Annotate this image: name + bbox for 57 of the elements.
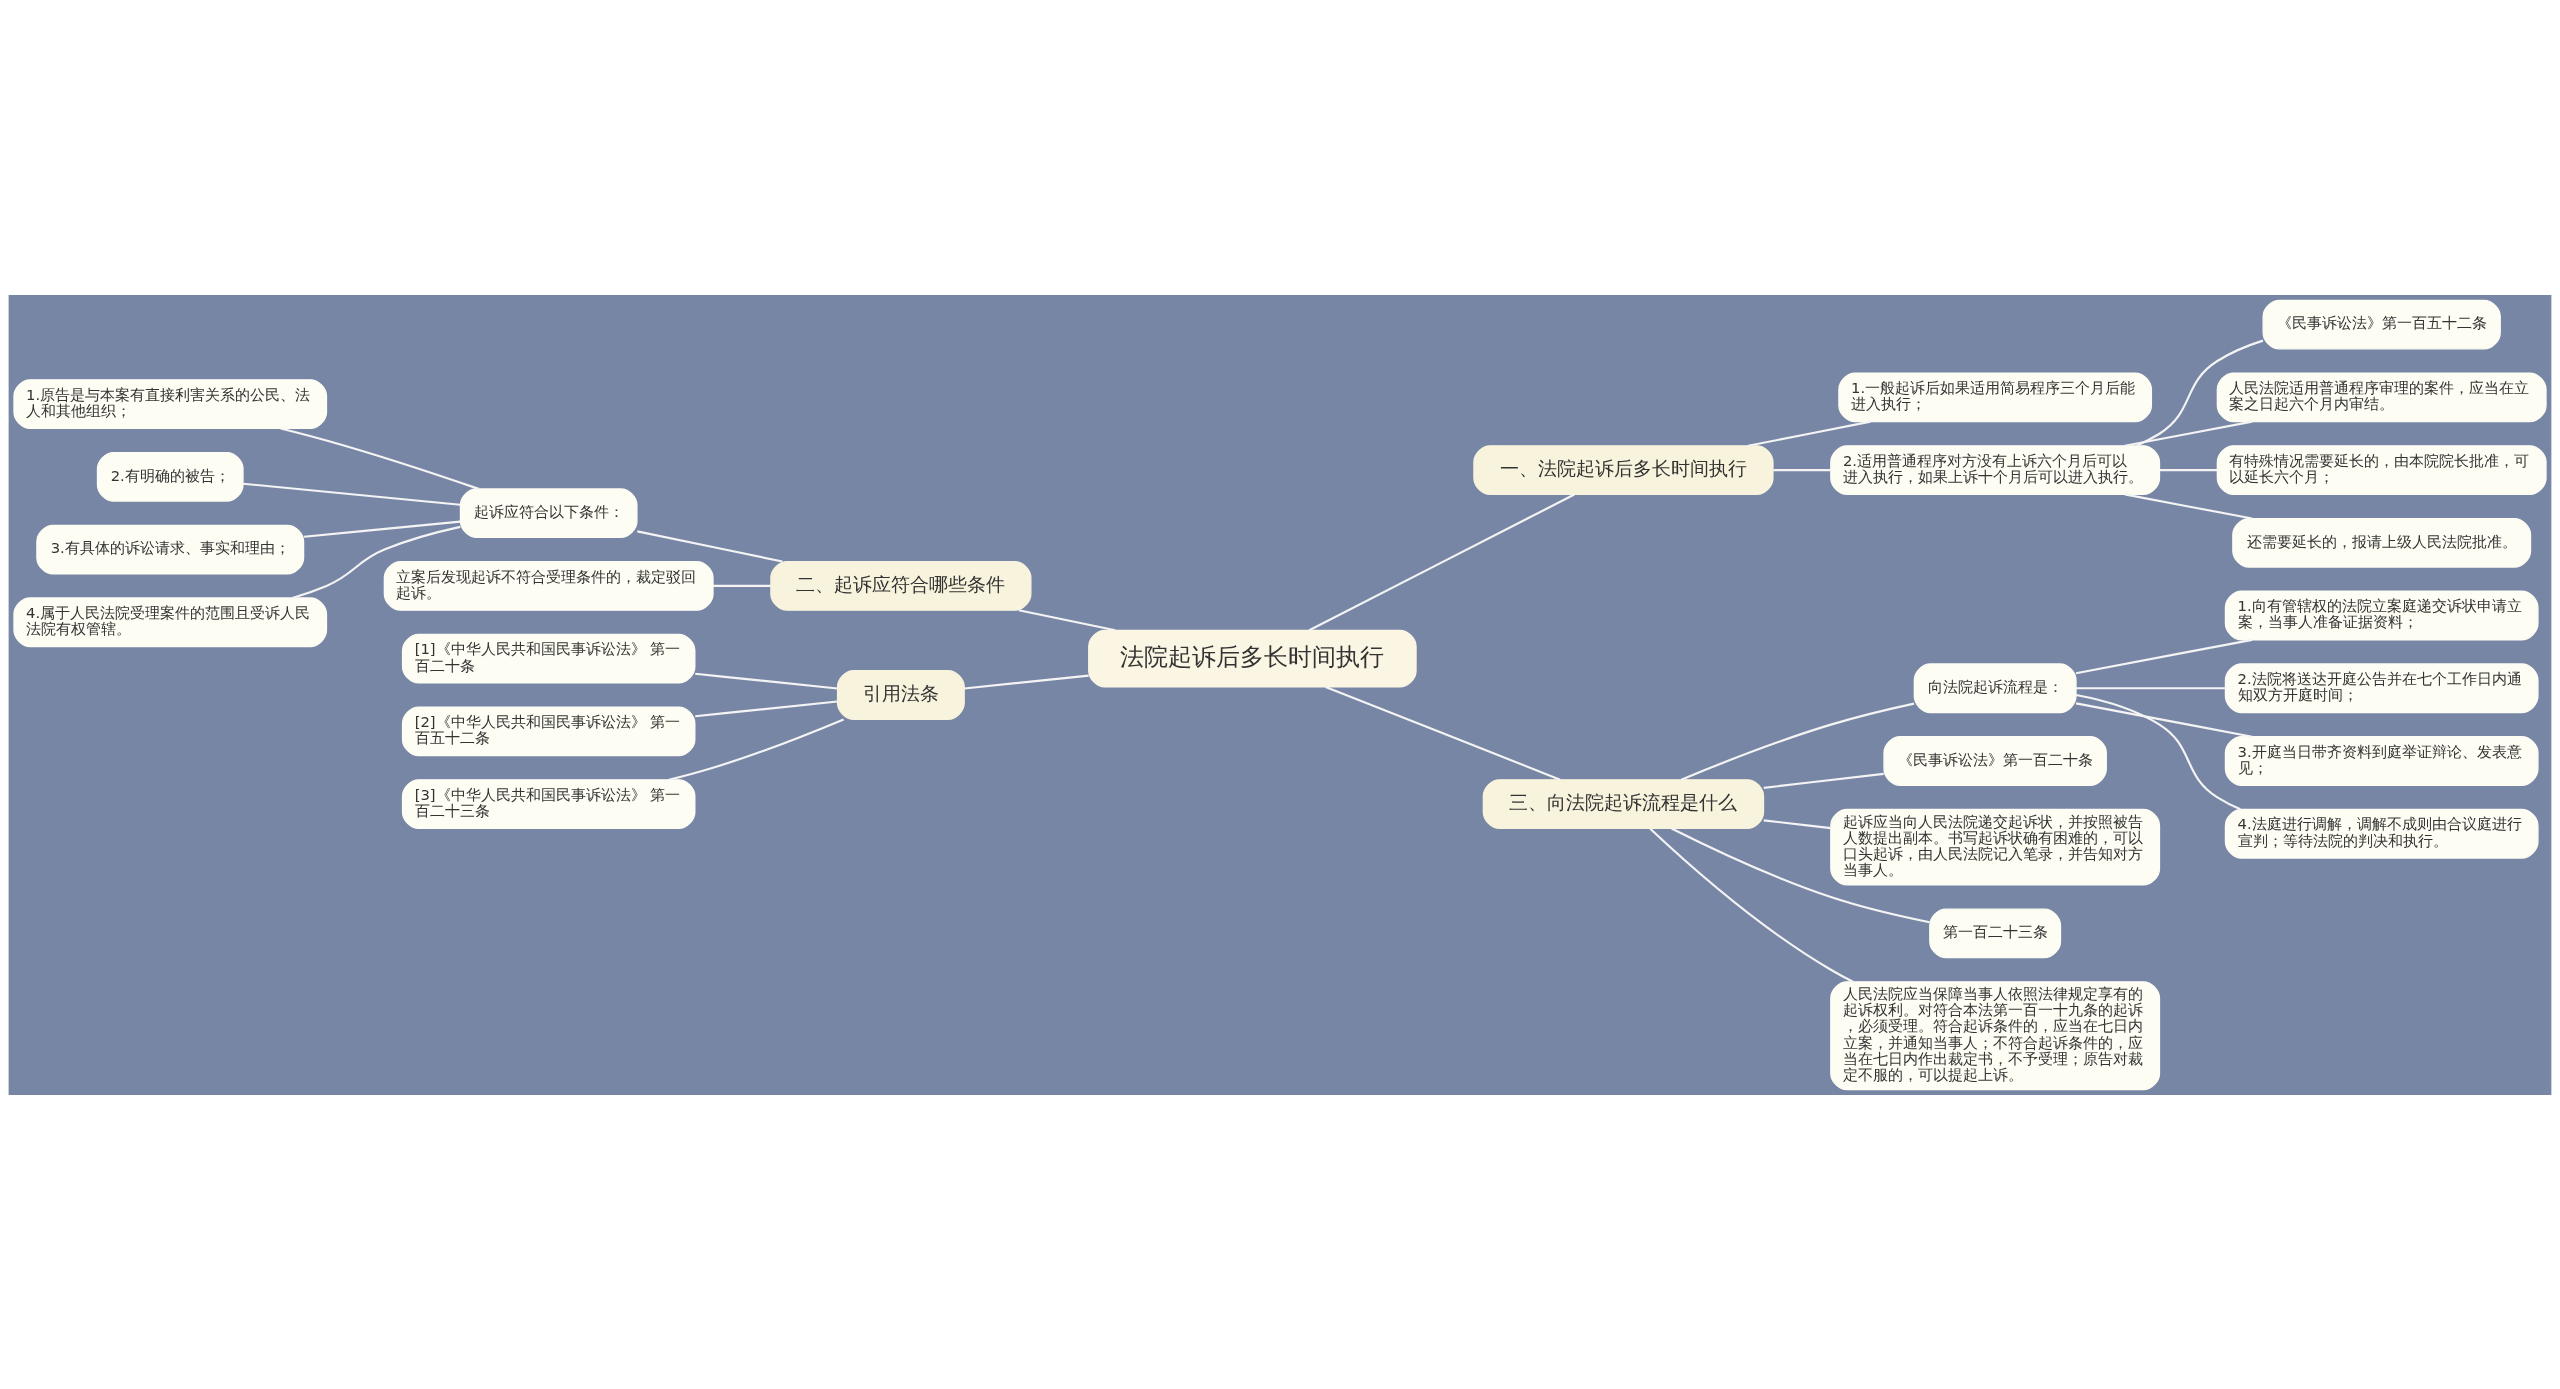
connector bbox=[1763, 772, 1884, 789]
connector bbox=[1747, 420, 1871, 447]
node-box: 还需要延长的，报请上级人民法院批准。 bbox=[2232, 517, 2532, 568]
connector bbox=[2136, 339, 2264, 447]
node-box: 人民法院应当保障当事人依照法律规定享有的起诉权利。对符合本法第一百一十九条的起诉，必须受理。符合起诉条件的，应当在七日内立案，并通知当事人；不符合起诉条件的，应当在七日内作出裁定书，不予受理；原告对裁定不服的，可以提起上诉。 bbox=[1830, 980, 2161, 1090]
connector bbox=[695, 699, 838, 717]
node-box: 立案后发现起诉不符合受理条件的，裁定驳回起诉。 bbox=[383, 560, 714, 611]
node-box: 三、向法院起诉流程是什么 bbox=[1482, 778, 1765, 829]
connector bbox=[2075, 638, 2253, 674]
node-box: 2.法院将送达开庭公告并在七个工作日内通知双方开庭时间； bbox=[2224, 662, 2539, 713]
node-box: [3]《中华人民共和国民事诉讼法》 第一百二十三条 bbox=[401, 778, 696, 829]
node-box: 第一百二十三条 bbox=[1929, 907, 2062, 958]
connector bbox=[1680, 702, 1915, 781]
connector bbox=[2159, 468, 2218, 471]
connector bbox=[1773, 468, 1831, 471]
connector bbox=[1018, 608, 1116, 631]
node-box: 1.原告是与本案有直接利害关系的公民、法人和其他组织； bbox=[13, 378, 328, 429]
connector bbox=[2076, 686, 2226, 689]
node-box: 《民事诉讼法》第一百二十条 bbox=[1883, 735, 2107, 786]
node-box: 3.有具体的诉讼请求、事实和理由； bbox=[36, 524, 305, 574]
node-box: 《民事诉讼法》第一百五十二条 bbox=[2262, 299, 2501, 350]
connector bbox=[637, 529, 783, 563]
node-box: [2]《中华人民共和国民事诉讼法》 第一百五十二条 bbox=[401, 705, 696, 756]
connector bbox=[1308, 493, 1575, 631]
node-box: 人民法院适用普通程序审理的案件，应当在立案之日起六个月内审结。 bbox=[2216, 371, 2547, 422]
node-box: 3.开庭当日带齐资料到庭举证辩论、发表意见； bbox=[2224, 735, 2539, 786]
connector bbox=[303, 520, 461, 538]
node-box: 有特殊情况需要延长的，由本院院长批准，可以延长六个月； bbox=[2216, 444, 2547, 495]
node-box: 4.属于人民法院受理案件的范围且受诉人民法院有权管辖。 bbox=[13, 596, 328, 647]
connector bbox=[243, 482, 461, 506]
connector bbox=[2124, 492, 2253, 520]
node-box: 一、法院起诉后多长时间执行 bbox=[1473, 444, 1774, 495]
connector bbox=[695, 672, 838, 690]
connector bbox=[1671, 827, 1930, 923]
node-box: 起诉应符合以下条件： bbox=[459, 487, 638, 538]
node-box: 2.适用普通程序对方没有上诉六个月后可以进入执行，如果上诉十个月后可以进入执行。 bbox=[1830, 444, 2161, 495]
connector bbox=[2075, 701, 2253, 738]
node-box: 2.有明确的被告； bbox=[96, 451, 244, 502]
node-box: 向法院起诉流程是： bbox=[1913, 662, 2077, 713]
connector bbox=[292, 525, 461, 599]
connector bbox=[713, 584, 771, 587]
node-box: 1.一般起诉后如果适用简易程序三个月后能进入执行； bbox=[1838, 371, 2153, 422]
connector bbox=[964, 674, 1089, 690]
node-box: [1]《中华人民共和国民事诉讼法》 第一百二十条 bbox=[401, 633, 696, 684]
node-box: 二、起诉应符合哪些条件 bbox=[770, 560, 1032, 611]
connector bbox=[2075, 693, 2241, 810]
node-box: 起诉应当向人民法院递交起诉状，并按照被告人数提出副本。书写起诉状确有困难的，可以口头起诉，由人民法院记入笔录，并告知对方当事人。 bbox=[1830, 808, 2161, 886]
node-box: 1.向有管辖权的法院立案庭递交诉状申请立案，当事人准备证据资料； bbox=[2224, 590, 2539, 640]
node-box: 引用法条 bbox=[836, 669, 965, 720]
connector bbox=[1325, 685, 1561, 781]
connector bbox=[2124, 420, 2253, 447]
connector bbox=[1763, 818, 1831, 829]
connector bbox=[280, 426, 480, 490]
node-box: 4.法庭进行调解，调解不成则由合议庭进行宣判；等待法院的判决和执行。 bbox=[2224, 808, 2539, 859]
connector bbox=[668, 717, 844, 781]
connector bbox=[1649, 827, 1854, 983]
node-box: 法院起诉后多长时间执行 bbox=[1088, 629, 1417, 688]
